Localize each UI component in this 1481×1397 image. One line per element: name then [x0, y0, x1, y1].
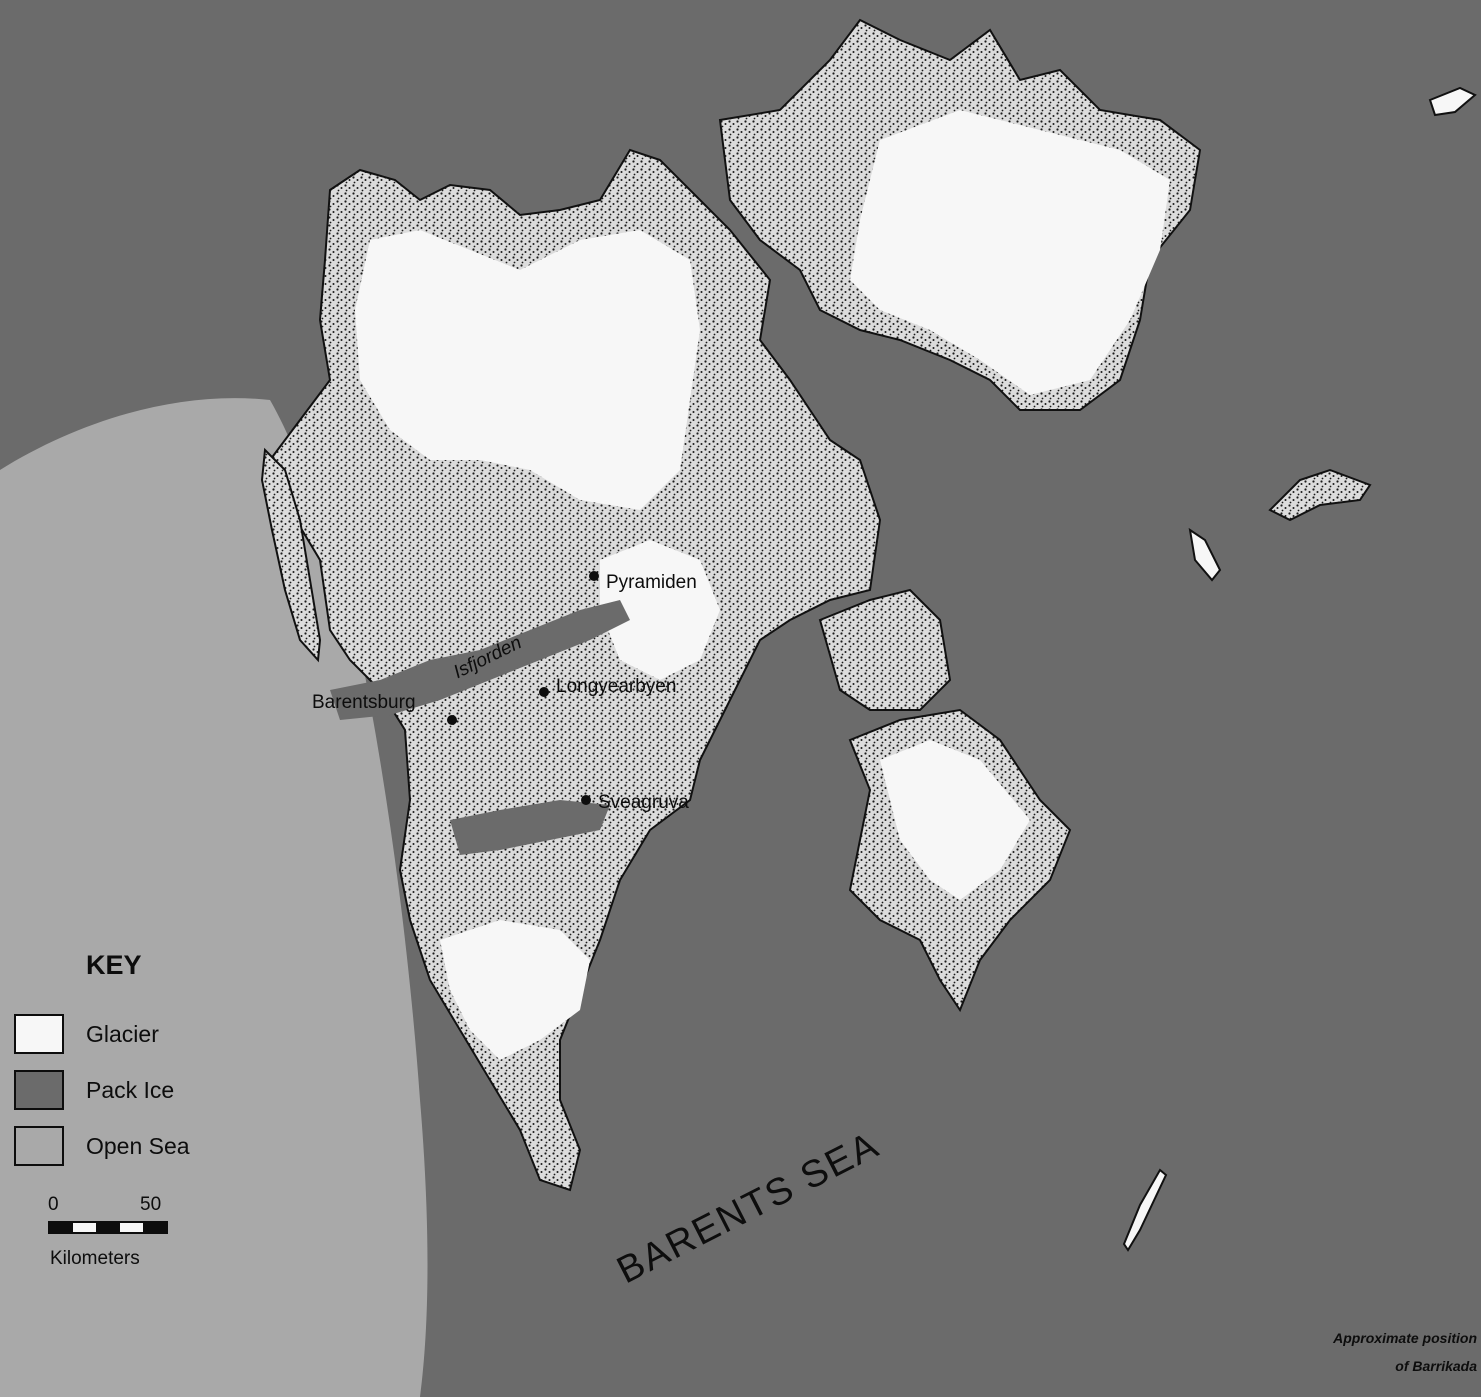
- van-mijenfjorden-channel: [450, 800, 610, 855]
- note-line-2: of Barrikada: [1395, 1358, 1477, 1374]
- scale-bar: [48, 1221, 168, 1234]
- longyearbyen-marker: [539, 687, 549, 697]
- label-pyramiden: Pyramiden: [606, 572, 697, 593]
- key-label-pack-ice: Pack Ice: [86, 1076, 175, 1103]
- key-label-glacier: Glacier: [86, 1020, 159, 1047]
- note-line-1: Approximate position: [1333, 1330, 1477, 1346]
- scale-end: 50: [140, 1194, 162, 1215]
- hopen-island: [1122, 1168, 1168, 1252]
- open-sea-area: [0, 398, 428, 1397]
- key-label-open-sea: Open Sea: [86, 1132, 190, 1159]
- scale-unit: Kilometers: [50, 1248, 140, 1269]
- glacier-spitsbergen-south: [440, 920, 590, 1060]
- key-item-pack-ice: Pack Ice: [14, 1070, 174, 1110]
- small-island-ne: [1428, 86, 1477, 117]
- glacier-spitsbergen-north: [355, 230, 700, 510]
- glacier-spitsbergen-central: [600, 540, 720, 680]
- label-longyearbyen: Longyearbyen: [556, 676, 677, 697]
- swatch-pack-ice: [14, 1070, 64, 1110]
- isfjorden-channel: [330, 600, 630, 720]
- barentsoya-island: [818, 588, 952, 711]
- glacier-nordaustlandet: [850, 110, 1170, 395]
- glacier-edgeoya: [880, 740, 1030, 900]
- key-title: KEY: [86, 950, 142, 980]
- sveagruva-marker: [581, 795, 591, 805]
- prins-karls-forland: [260, 447, 322, 663]
- kong-karls-land: [1268, 468, 1372, 522]
- label-sveagruva: Sveagruva: [598, 792, 689, 813]
- small-island-east: [1188, 527, 1222, 582]
- key-item-open-sea: Open Sea: [14, 1126, 190, 1166]
- pyramiden-marker: [589, 571, 599, 581]
- swatch-open-sea: [14, 1126, 64, 1166]
- swatch-glacier: [14, 1014, 64, 1054]
- key-item-glacier: Glacier: [14, 1014, 159, 1054]
- scale-start: 0: [48, 1194, 59, 1215]
- barentsburg-marker: [447, 715, 457, 725]
- label-barentsburg: Barentsburg: [312, 692, 416, 713]
